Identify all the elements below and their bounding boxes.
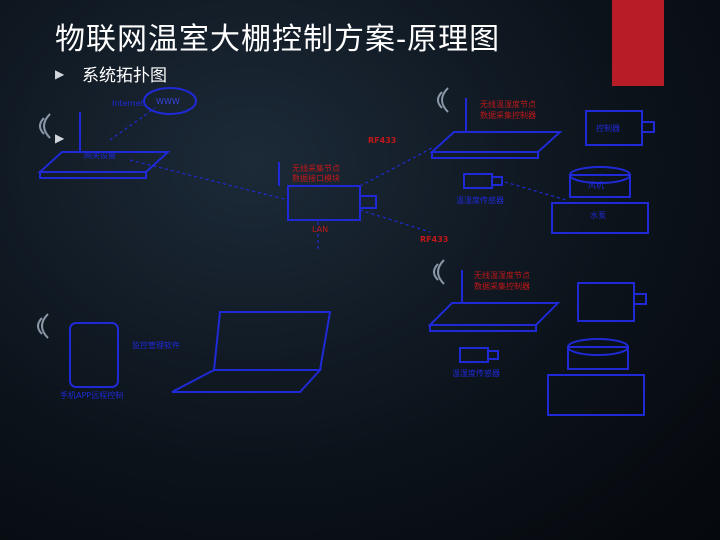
slide-title: 物联网温室大棚控制方案-原理图 (55, 22, 501, 57)
fan-top (569, 174, 631, 198)
pump-top (551, 202, 649, 234)
label-device-box: 控制器 (596, 123, 620, 133)
label-fan: 风机 (588, 180, 604, 190)
pump-bottom (547, 374, 645, 416)
sensor-top (463, 173, 493, 189)
label-node1-1: 无线温湿度节点 (480, 99, 536, 109)
wifi-icon (37, 317, 43, 335)
bullet-arrow-icon: ▶ (55, 131, 65, 145)
label-gateway: 网关设备 (84, 150, 116, 160)
label-collector-1: 无线采集节点 (292, 163, 340, 173)
bullet-text: 系统拓扑图 (82, 66, 167, 86)
label-rf433-top: RF433 (368, 136, 396, 145)
label-sensor1: 温湿度传感器 (456, 195, 504, 205)
sensor-bottom (459, 347, 489, 363)
label-monitor-software: 监控管理软件 (132, 340, 180, 350)
device-box-bottom (577, 282, 635, 322)
label-collector-2: 数据接口模块 (292, 173, 340, 183)
label-rf433-bottom: RF433 (420, 235, 448, 244)
label-internet: Internet (112, 99, 144, 108)
wifi-icon (433, 263, 439, 281)
label-lan: LAN (312, 225, 328, 234)
wifi-icon (437, 91, 443, 109)
www-cloud-icon (143, 87, 197, 115)
label-www: WWW (156, 97, 180, 106)
wifi-icon (39, 117, 45, 135)
label-node2-1: 无线温湿度节点 (474, 270, 530, 280)
node-top-right (429, 131, 563, 153)
label-phone: 手机APP远程控制 (60, 390, 123, 400)
bullet-arrow-icon: ▶ (55, 67, 65, 81)
laptop-icon (212, 311, 332, 371)
accent-tab (612, 0, 664, 86)
label-node1-2: 数据采集控制器 (480, 110, 536, 120)
phone-icon (69, 322, 119, 388)
label-sensor2: 温湿度传感器 (452, 368, 500, 378)
label-node2-2: 数据采集控制器 (474, 281, 530, 291)
collector-node (287, 185, 361, 221)
label-pump: 水泵 (590, 210, 606, 220)
fan-bottom (567, 346, 629, 370)
node-bottom-right (427, 302, 561, 326)
